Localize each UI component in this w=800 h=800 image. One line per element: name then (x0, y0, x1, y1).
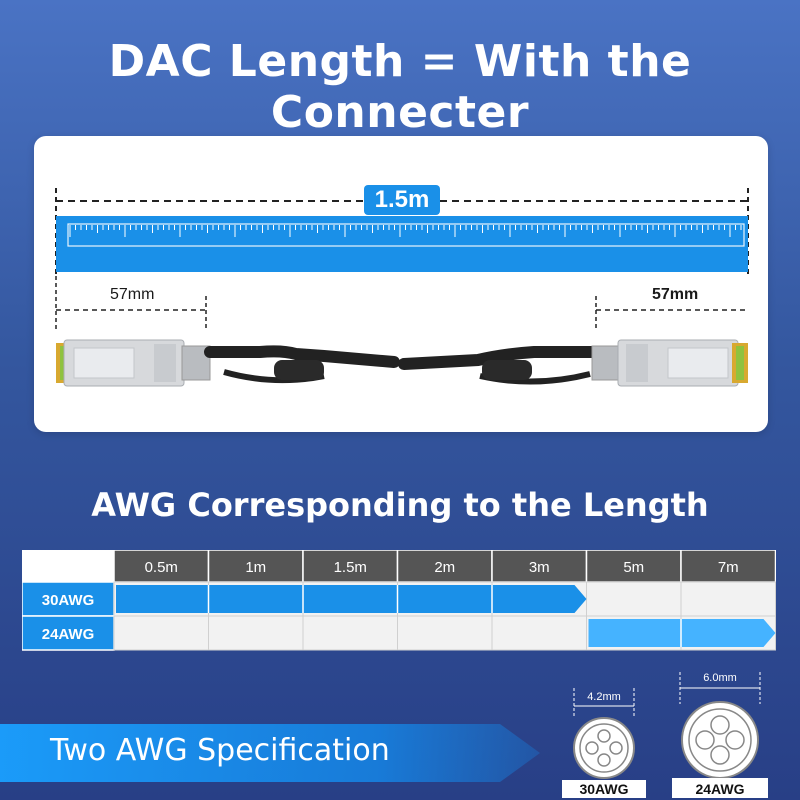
cable-diagram (55, 188, 749, 387)
cable-length-panel: 1.5m 57mm 57mm (34, 136, 768, 432)
left-connector-length-label: 57mm (110, 286, 155, 303)
column-header-label: 1.5m (334, 559, 367, 576)
ruler-scale (67, 223, 745, 247)
ruler-band (56, 216, 748, 272)
column-header-label: 2m (434, 559, 455, 576)
right-connector-length-label: 57mm (652, 286, 699, 303)
row-header-label: 24AWG (42, 626, 95, 643)
total-length-label: 1.5m (364, 185, 440, 215)
awg-section-title: AWG Corresponding to the Length (91, 486, 709, 524)
table-cell (208, 615, 304, 651)
table-cell (586, 581, 682, 617)
right-pull-tab (482, 360, 532, 380)
left-sfp-connector (56, 339, 211, 387)
table-cell (113, 615, 209, 651)
awg24-label: 24AWG (695, 781, 744, 797)
row-header-label: 30AWG (42, 592, 95, 609)
awg-length-table: 0.5m 1m 1.5m 2m 3m 5m 7m 30AWG 24AWG (22, 550, 776, 654)
table-cell (397, 615, 493, 651)
awg24-diameter: 6.0mm (703, 672, 737, 684)
awg30-cross-section: 4.2mm 30AWG (562, 688, 646, 798)
right-sfp-connector (591, 339, 748, 387)
table-cell (680, 581, 776, 617)
column-header-label: 5m (623, 559, 644, 576)
left-pull-tab (274, 360, 324, 380)
awg24-cross-section: 6.0mm 24AWG (672, 672, 768, 798)
banner-arrow (0, 724, 540, 782)
column-header-label: 1m (245, 559, 266, 576)
page-title: DAC Length = With the Connecter (108, 36, 692, 138)
spec-banner-text: Two AWG Specification (50, 733, 390, 768)
awg30-diameter: 4.2mm (587, 691, 621, 703)
table-corner (22, 550, 114, 582)
column-header-label: 7m (718, 559, 739, 576)
spec-banner (0, 724, 540, 782)
length-range-bar (588, 619, 776, 647)
column-header (302, 550, 399, 583)
table-cell (491, 615, 587, 651)
column-header-label: 0.5m (145, 559, 178, 576)
table-cell (302, 615, 398, 651)
column-header-label: 3m (529, 559, 550, 576)
awg30-label: 30AWG (579, 781, 628, 797)
awg-table-grid: 0.5m 1m 1.5m 2m 3m 5m 7m 30AWG 24AWG (22, 550, 776, 651)
length-range-bar (116, 585, 587, 613)
